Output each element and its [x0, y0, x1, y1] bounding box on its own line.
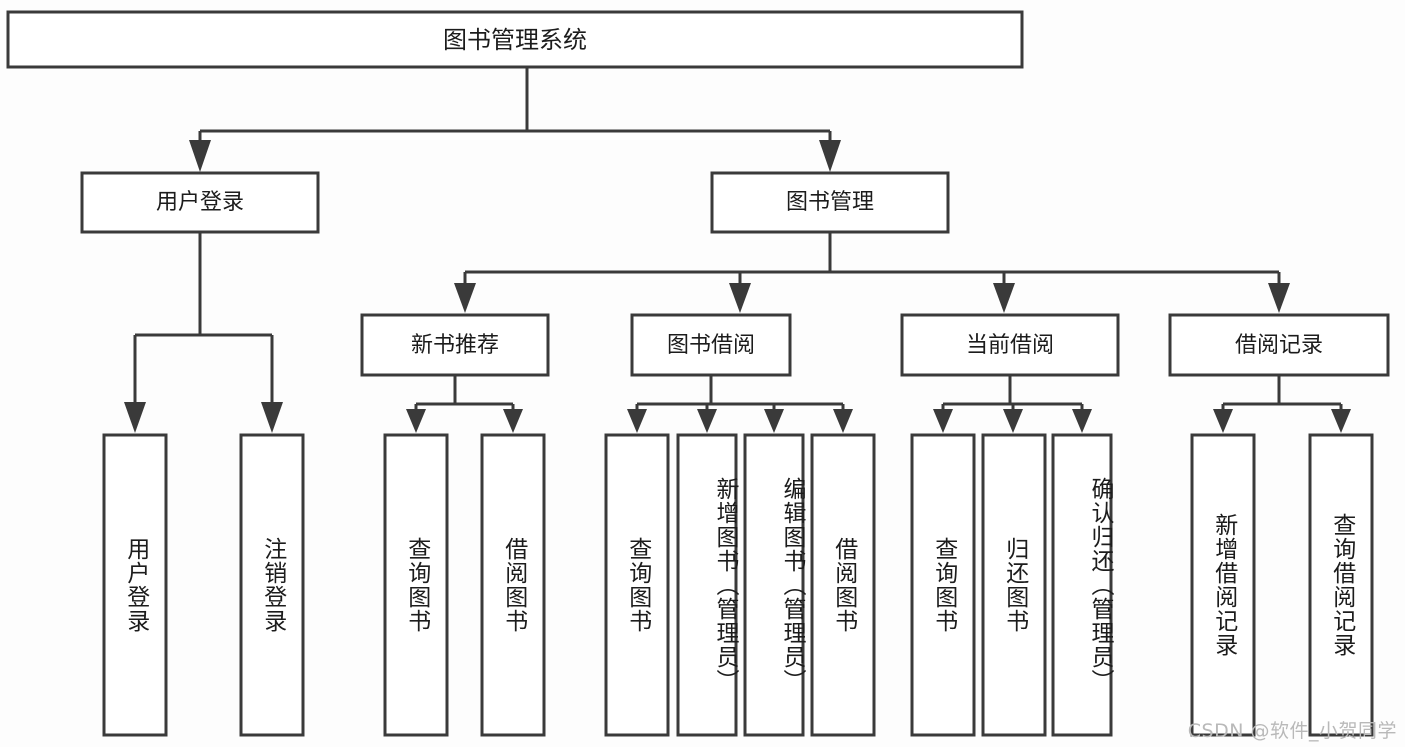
node-box-book-manage[interactable] [710, 171, 950, 234]
arrow-head-current-borrow [993, 283, 1015, 313]
arrow-head-leaf-rec-borrow [503, 409, 523, 433]
node-box-leaf-rec-borrow[interactable] [480, 433, 546, 737]
node-box-leaf-bb-edit[interactable] [743, 433, 805, 737]
node-label-root: 图书管理系统 [443, 26, 587, 54]
node-box-leaf-bb-add[interactable] [676, 433, 738, 737]
connector-group-user-login [124, 232, 283, 433]
connector-group-root [189, 67, 841, 172]
node-box-new-book-rec[interactable] [360, 313, 550, 377]
csdn-watermark: CSDN @软件_小贺同学 [1187, 720, 1397, 742]
node-label-new-book-rec: 新书推荐 [411, 333, 499, 358]
node-box-leaf-logout[interactable] [239, 433, 305, 737]
arrow-head-user-login [189, 140, 211, 172]
node-box-current-borrow[interactable] [900, 313, 1120, 377]
arrow-head-book-borrow [729, 283, 751, 313]
arrow-head-leaf-bb-edit [764, 409, 784, 433]
connector-group-book-borrow [627, 375, 853, 433]
node-box-root[interactable] [6, 10, 1024, 69]
arrow-head-leaf-br-add [1213, 409, 1233, 433]
node-box-borrow-record[interactable] [1168, 313, 1390, 377]
node-box-leaf-rec-query[interactable] [383, 433, 449, 737]
node-box-leaf-bb-borrow[interactable] [810, 433, 876, 737]
node-label-book-borrow: 图书借阅 [667, 333, 755, 358]
node-label-borrow-record: 借阅记录 [1235, 333, 1323, 358]
node-box-leaf-br-add[interactable] [1190, 433, 1256, 737]
node-label-current-borrow: 当前借阅 [966, 333, 1054, 358]
arrow-head-leaf-cb-confirm [1072, 409, 1092, 433]
arrow-head-borrow-record [1268, 283, 1290, 313]
arrow-head-leaf-br-query [1331, 409, 1351, 433]
arrow-head-leaf-user-login [124, 402, 146, 433]
connector-group-new-book-rec [406, 375, 523, 433]
arrow-head-leaf-cb-query [933, 409, 953, 433]
arrow-head-leaf-bb-borrow [833, 409, 853, 433]
arrow-head-leaf-cb-return [1003, 409, 1023, 433]
connector-group-borrow-record [1213, 375, 1351, 433]
node-box-leaf-user-login[interactable] [102, 433, 168, 737]
node-box-leaf-bb-query[interactable] [604, 433, 670, 737]
node-box-leaf-cb-confirm[interactable] [1051, 433, 1113, 737]
arrow-head-leaf-bb-query [627, 409, 647, 433]
connector-group-book-manage [454, 232, 1290, 313]
node-box-book-borrow[interactable] [630, 313, 792, 377]
connector-group-current-borrow [933, 375, 1092, 433]
arrow-head-leaf-rec-query [406, 409, 426, 433]
arrow-head-leaf-bb-add [697, 409, 717, 433]
node-box-leaf-cb-query[interactable] [910, 433, 976, 737]
node-label-user-login: 用户登录 [156, 190, 244, 215]
arrow-head-new-book-rec [454, 283, 476, 313]
node-box-leaf-cb-return[interactable] [981, 433, 1047, 737]
node-label-book-manage: 图书管理 [786, 190, 874, 215]
arrow-head-book-manage [819, 140, 841, 172]
arrow-head-leaf-logout [261, 402, 283, 433]
node-box-leaf-br-query[interactable] [1308, 433, 1374, 737]
node-box-user-login[interactable] [80, 171, 320, 234]
